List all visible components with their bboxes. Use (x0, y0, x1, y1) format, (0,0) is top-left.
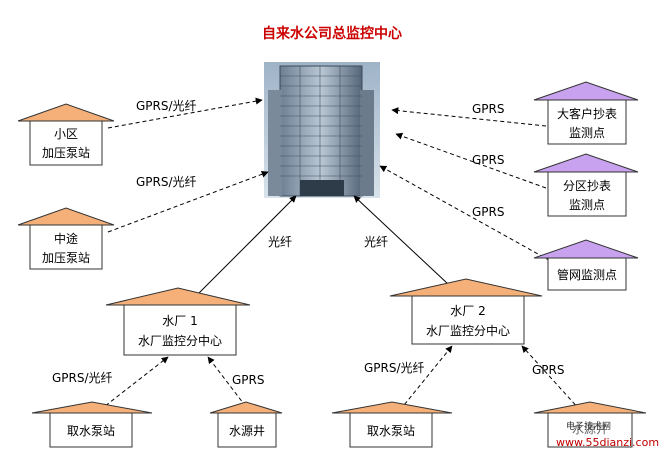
roof-icon (17, 103, 115, 122)
label-pipe: GPRS (472, 205, 505, 219)
roof-icon (331, 401, 453, 414)
page-title: 自来水公司总监控中心 (262, 26, 402, 42)
label-well: GPRS (232, 373, 265, 387)
node-big-customer: 大客户抄表 监测点 (533, 81, 639, 145)
svg-text:分区抄表: 分区抄表 (563, 179, 611, 193)
svg-text:中途: 中途 (54, 231, 78, 246)
roof-icon (105, 287, 251, 306)
node-intake-1: 取水泵站 (31, 401, 153, 448)
edge-midway (107, 170, 269, 233)
svg-text:小区: 小区 (54, 127, 78, 141)
label-partial: GPRS (532, 363, 565, 377)
svg-text:水源井: 水源井 (572, 422, 608, 436)
roof-icon (533, 81, 639, 101)
edge-big-customer (391, 107, 547, 127)
label-midway: GPRS/光纤 (136, 175, 197, 189)
label-district: GPRS (472, 153, 505, 167)
edge-plant1-up (197, 195, 297, 295)
svg-text:大客户抄表: 大客户抄表 (557, 106, 617, 121)
node-well: 水源井 (209, 401, 283, 448)
svg-text:管网监测点: 管网监测点 (557, 267, 617, 282)
label-intake1: GPRS/光纤 (52, 371, 113, 385)
svg-text:加压泵站: 加压泵站 (42, 251, 90, 265)
svg-text:水厂 1: 水厂 1 (162, 314, 197, 328)
edge-intake1 (99, 356, 169, 411)
edge-community (107, 97, 263, 129)
edge-intake2 (399, 345, 453, 411)
node-partial: 水源井 (533, 401, 647, 448)
roof-icon (17, 207, 115, 226)
edges (99, 97, 581, 413)
node-pipe-network: 管网监测点 (533, 239, 639, 291)
edge-pipe (379, 165, 557, 265)
svg-text:加压泵站: 加压泵站 (42, 146, 90, 160)
node-pump-midway: 中途 加压泵站 (17, 207, 115, 270)
node-intake-2: 取水泵站 (331, 401, 453, 448)
label-big-customer: GPRS (472, 102, 505, 116)
roof-icon (389, 278, 543, 297)
svg-text:取水泵站: 取水泵站 (67, 424, 115, 438)
svg-text:取水泵站: 取水泵站 (367, 424, 415, 438)
svg-text:监测点: 监测点 (569, 198, 605, 212)
svg-text:水厂监控分中心: 水厂监控分中心 (426, 323, 510, 338)
edge-partial (521, 345, 581, 411)
node-plant-1: 水厂 1 水厂监控分中心 (105, 287, 251, 356)
svg-text:水厂 2: 水厂 2 (450, 304, 485, 318)
roof-icon (533, 153, 639, 173)
edge-well (207, 356, 251, 413)
roof-icon (533, 239, 639, 259)
edge-district (395, 132, 547, 189)
svg-text:监测点: 监测点 (569, 126, 605, 140)
label-intake2: GPRS/光纤 (364, 361, 425, 375)
roof-icon (209, 401, 283, 414)
label-plant1-up: 光纤 (268, 235, 292, 249)
roof-icon (533, 401, 647, 414)
label-community: GPRS/光纤 (136, 99, 197, 113)
watermark-brand: 电子技术网 (566, 422, 612, 432)
node-district-meter: 分区抄表 监测点 (533, 153, 639, 217)
headquarters-building-icon (264, 62, 380, 198)
watermark-site: www.55dianzi.com (556, 436, 660, 449)
node-plant-2: 水厂 2 水厂监控分中心 (389, 278, 543, 345)
svg-text:水源井: 水源井 (229, 424, 265, 438)
roof-icon (31, 401, 153, 414)
svg-text:水厂监控分中心: 水厂监控分中心 (138, 333, 222, 348)
edge-plant2-up (353, 195, 449, 285)
node-pump-community: 小区 加压泵站 (17, 103, 115, 166)
label-plant2-up: 光纤 (364, 235, 388, 249)
